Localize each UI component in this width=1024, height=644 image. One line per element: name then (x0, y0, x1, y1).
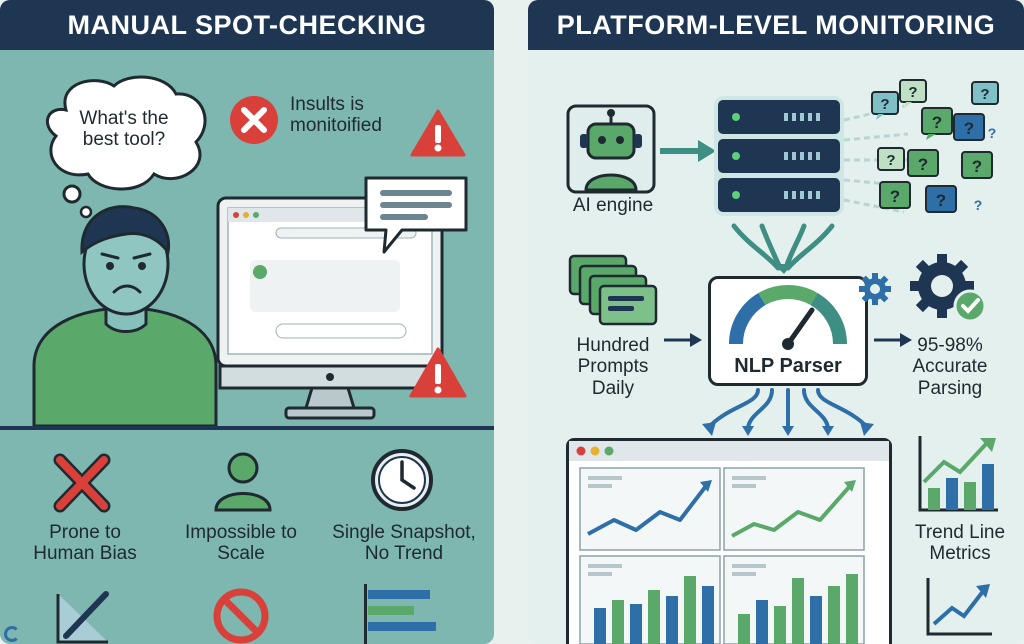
svg-text:?: ? (886, 152, 895, 169)
ai-engine-label: AI engine (572, 195, 654, 216)
issue-label: Prone to Human Bias (33, 522, 137, 565)
chat-bubble-icon (364, 176, 468, 254)
svg-text:?: ? (880, 96, 889, 113)
line-chart-icon (579, 467, 721, 551)
bar-chart-icon (723, 555, 865, 644)
bar-list-icon (364, 584, 436, 644)
accuracy-label: 95-98% Accurate Parsing (912, 335, 988, 399)
svg-text:?: ? (974, 197, 983, 213)
svg-text:?: ? (972, 157, 982, 176)
arrow-right-icon (664, 333, 702, 347)
thought-bubble-text: What's the best tool? (79, 108, 169, 151)
question-bubbles-icon: ? ? ? ? ? ? ? ? ? ? ? ? (871, 79, 999, 213)
thought-bubble-icon (45, 75, 207, 219)
prohibited-icon (213, 588, 269, 644)
line-chart-icon (723, 467, 865, 551)
error-note-text: Insults is monitoified (290, 94, 382, 137)
right-panel-title: PLATFORM-LEVEL MONITORING (528, 0, 1024, 50)
svg-text:?: ? (988, 125, 997, 141)
warning-triangle-icon (409, 347, 467, 398)
svg-text:?: ? (918, 155, 928, 174)
svg-text:?: ? (908, 84, 917, 101)
server-rack-icon (714, 96, 844, 216)
window-controls-icon (576, 446, 614, 456)
prompt-stack-icon (568, 254, 658, 326)
divider (0, 426, 494, 430)
refresh-icon (4, 626, 20, 642)
gauge-icon (729, 285, 847, 350)
issue-label: Single Snapshot, No Trend (332, 522, 476, 565)
fan-out-arrows-icon (702, 388, 874, 436)
prompts-label: Hundred Prompts Daily (576, 335, 650, 399)
manual-spot-checking-panel: MANUAL SPOT-CHECKING What's the best too… (0, 0, 494, 644)
error-circle-icon (230, 96, 278, 144)
platform-level-monitoring-panel: PLATFORM-LEVEL MONITORING AI engine (528, 0, 1024, 644)
user-icon (214, 452, 272, 512)
gear-check-icon (910, 254, 987, 323)
nlp-parser-label: NLP Parser (734, 355, 842, 377)
svg-text:?: ? (964, 119, 974, 138)
bar-chart-icon (579, 555, 721, 644)
pencil-icon (56, 591, 109, 644)
svg-text:?: ? (980, 86, 989, 103)
gear-icon (859, 273, 891, 305)
svg-text:?: ? (890, 187, 900, 206)
x-mark-icon (53, 453, 111, 513)
svg-text:?: ? (932, 113, 942, 132)
arrow-right-icon (660, 140, 716, 162)
trend-line-icon (926, 578, 992, 636)
arrow-right-icon (874, 333, 912, 347)
left-panel-title: MANUAL SPOT-CHECKING (0, 0, 494, 50)
issue-label: Impossible to Scale (185, 522, 297, 565)
funnel-arrows-icon (731, 223, 835, 274)
robot-icon (566, 104, 656, 194)
clock-icon (371, 449, 433, 511)
confused-person-icon (32, 205, 218, 428)
trend-label: Trend Line Metrics (914, 522, 1006, 565)
trend-chart-icon (918, 436, 998, 512)
warning-triangle-icon (410, 109, 466, 157)
svg-text:?: ? (936, 191, 946, 210)
dashboard-titlebar (569, 441, 889, 461)
